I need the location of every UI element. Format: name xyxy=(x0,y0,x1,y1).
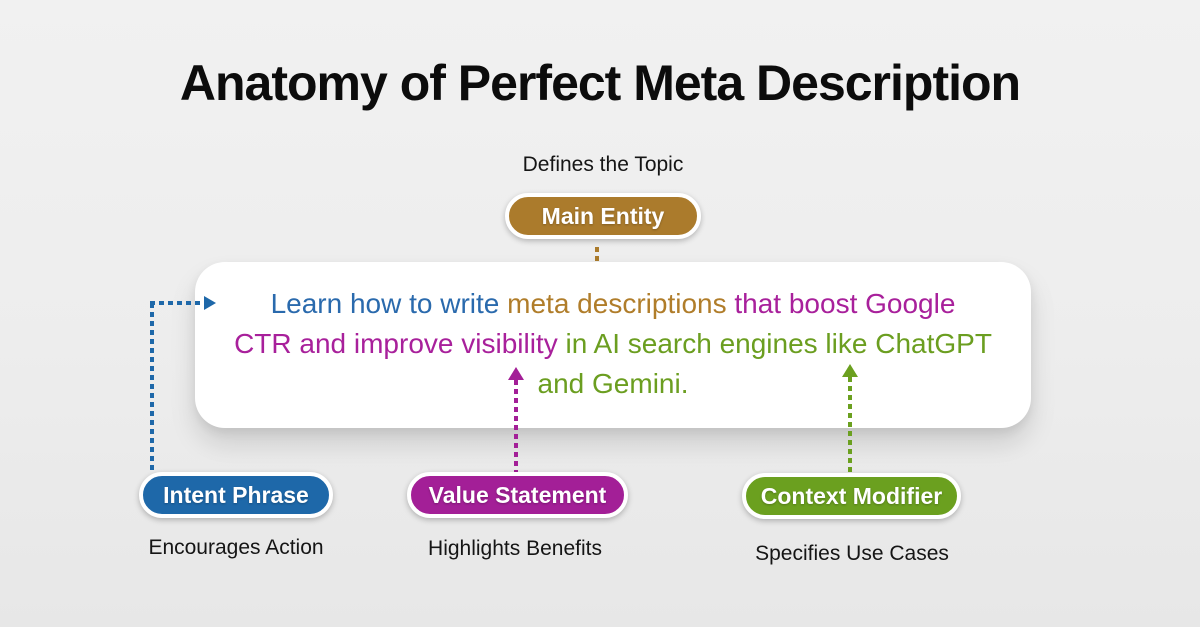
meta-description-card xyxy=(195,262,1031,428)
context-modifier-badge: Context Modifier xyxy=(742,473,961,519)
description-line-2: CTR and improve visibility in AI search … xyxy=(215,324,1011,364)
context-modifier-caption: Specifies Use Cases xyxy=(755,542,949,565)
description-line-3: and Gemini. xyxy=(215,364,1011,404)
value-statement-badge: Value Statement xyxy=(407,472,628,518)
value-statement-badge-label: Value Statement xyxy=(428,481,607,508)
main-entity-caption: Defines the Topic xyxy=(522,153,684,176)
value-statement-caption: Highlights Benefits xyxy=(428,537,602,560)
value-statement-text-a: that boost Google xyxy=(734,288,956,319)
intent-phrase-arrow-head xyxy=(204,296,216,310)
main-entity-badge: Main Entity xyxy=(505,193,701,239)
main-entity-text: meta descriptions xyxy=(507,288,735,319)
intent-phrase-badge: Intent Phrase xyxy=(139,472,333,518)
context-modifier-badge-label: Context Modifier xyxy=(760,482,943,509)
description-line-1: Learn how to write meta descriptions tha… xyxy=(215,284,1011,324)
intent-phrase-arrow-vline xyxy=(150,303,154,471)
value-statement-arrow-head xyxy=(508,367,524,380)
value-statement-text-b: CTR and improve visibility xyxy=(234,328,566,359)
value-statement-arrow-line xyxy=(514,380,518,472)
context-modifier-text-a: in AI search engines like ChatGPT xyxy=(565,328,992,359)
main-entity-badge-label: Main Entity xyxy=(541,202,665,229)
intent-phrase-badge-label: Intent Phrase xyxy=(163,481,309,508)
intent-phrase-caption: Encourages Action xyxy=(148,536,324,559)
context-modifier-text-b: and Gemini. xyxy=(537,368,689,399)
intent-phrase-arrow-hline xyxy=(150,301,204,305)
context-modifier-arrow-head xyxy=(842,364,858,377)
meta-description-text: Learn how to write meta descriptions tha… xyxy=(215,284,1011,404)
page-title: Anatomy of Perfect Meta Description xyxy=(179,55,1021,111)
context-modifier-arrow-line xyxy=(848,377,852,472)
main-entity-arrow-line xyxy=(595,247,599,274)
intent-phrase-text: Learn how to write xyxy=(270,288,508,319)
